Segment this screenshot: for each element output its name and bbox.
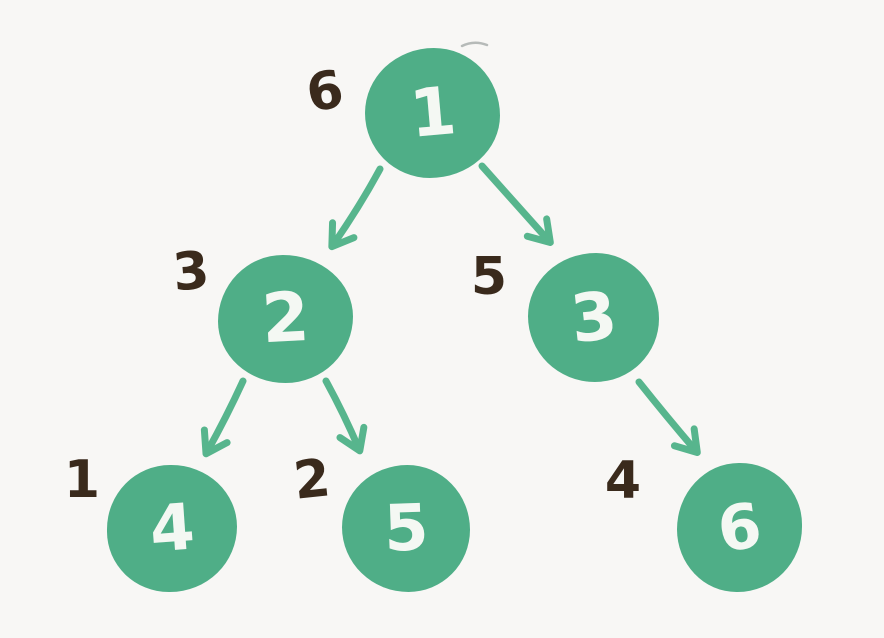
- traversal-order-label-node-5: 2: [290, 448, 334, 512]
- tree-node-4: 4: [107, 465, 237, 592]
- node-value: 6: [712, 487, 766, 567]
- edge-arrow-3-6: [635, 378, 701, 457]
- edge-arrow-2-5: [322, 377, 368, 455]
- tree-node-2: 2: [218, 255, 353, 383]
- traversal-order-label-node-4: 1: [63, 450, 101, 510]
- traversal-order-label-node-1: 6: [301, 59, 349, 125]
- node-value: 5: [382, 490, 430, 567]
- node-value: 3: [566, 276, 621, 358]
- traversal-order-label-node-2: 3: [170, 240, 212, 304]
- node-value: 2: [259, 277, 312, 360]
- tree-node-6: 6: [677, 463, 802, 592]
- node-value: 4: [147, 490, 197, 567]
- edge-arrow-1-3: [478, 162, 554, 246]
- node-value: 1: [406, 72, 459, 153]
- tree-node-5: 5: [342, 465, 470, 592]
- stray-pencil-mark: [460, 41, 489, 48]
- traversal-order-label-node-6: 4: [604, 451, 642, 511]
- edge-arrow-2-4: [200, 377, 247, 458]
- tree-node-1: 1: [365, 48, 500, 178]
- traversal-order-label-node-3: 5: [470, 247, 508, 307]
- tree-node-3: 3: [528, 253, 659, 382]
- edge-arrow-1-2: [328, 165, 384, 251]
